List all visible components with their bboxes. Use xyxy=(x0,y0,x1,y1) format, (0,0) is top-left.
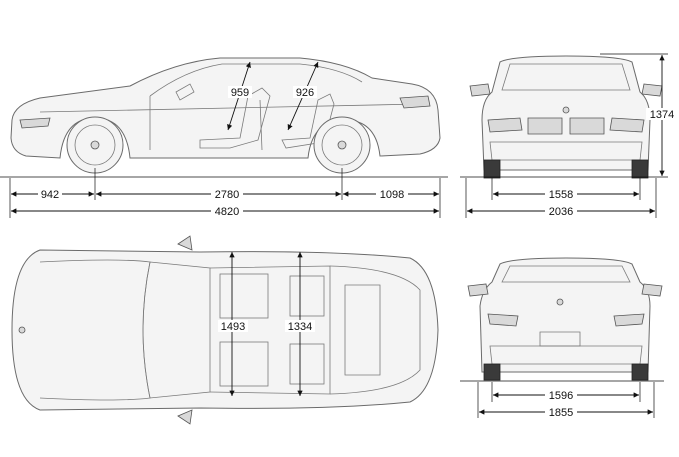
side-view: 959 926 xyxy=(10,57,441,174)
side-dimensions: 942 2780 1098 4820 xyxy=(0,168,448,218)
trunk-lid xyxy=(344,284,381,376)
front-tyre-left xyxy=(483,159,501,179)
headlight xyxy=(19,117,51,129)
front-headlight-right xyxy=(609,117,645,133)
deck-line xyxy=(329,265,421,395)
rear-dimensions: 1596 1855 xyxy=(460,380,664,419)
height-label: 1374 xyxy=(650,109,674,121)
rear-window xyxy=(501,265,631,283)
wheelbase-label: 2780 xyxy=(215,189,239,201)
kidney-grille xyxy=(527,117,605,135)
taillight xyxy=(399,95,431,109)
rear-overhang-label: 1098 xyxy=(380,189,404,201)
taillight-left xyxy=(487,313,519,327)
mirror-top-left xyxy=(177,235,193,251)
rear-mirror-left xyxy=(467,283,489,297)
front-overhang-label: 942 xyxy=(41,189,59,201)
rear-seat xyxy=(281,93,335,149)
mirror-right xyxy=(641,83,663,97)
taillight-right xyxy=(613,313,645,327)
steering-wheel xyxy=(175,83,195,101)
windshield-top xyxy=(142,261,211,399)
front-shoulder-label: 1493 xyxy=(221,321,245,333)
rear-headroom-label: 926 xyxy=(296,87,314,99)
rear-seat-right xyxy=(289,343,325,385)
front-headlight-left xyxy=(487,117,523,133)
rear-track-label: 1596 xyxy=(549,390,573,402)
front-view xyxy=(469,55,663,179)
front-track-label: 1558 xyxy=(549,189,573,201)
side-door xyxy=(149,96,263,151)
cabin-outline xyxy=(209,265,331,395)
windshield xyxy=(501,63,631,91)
rear-shoulder-label: 1334 xyxy=(288,321,312,333)
mirror-top-right xyxy=(177,409,193,425)
front-headroom-label: 959 xyxy=(231,87,249,99)
rear-view xyxy=(467,257,663,381)
rear-tyre-left xyxy=(483,363,501,381)
rear-tyre-right xyxy=(631,363,649,381)
rear-seat-left xyxy=(289,275,325,317)
top-view: 1493 1334 xyxy=(11,235,439,425)
body-width-label: 1855 xyxy=(549,407,573,419)
front-seat-right xyxy=(219,341,269,387)
front-seat-left xyxy=(219,273,269,319)
top-badge xyxy=(18,326,26,334)
rear-mirror-right xyxy=(641,283,663,297)
mirror-left xyxy=(469,83,491,97)
rear-badge xyxy=(556,298,564,306)
width-with-mirrors-label: 2036 xyxy=(549,206,573,218)
front-badge xyxy=(562,106,570,114)
overall-length-label: 4820 xyxy=(215,206,239,218)
side-window-line xyxy=(149,63,363,97)
front-dimensions: 1374 1558 2036 xyxy=(460,53,678,218)
front-tyre-right xyxy=(631,159,649,179)
